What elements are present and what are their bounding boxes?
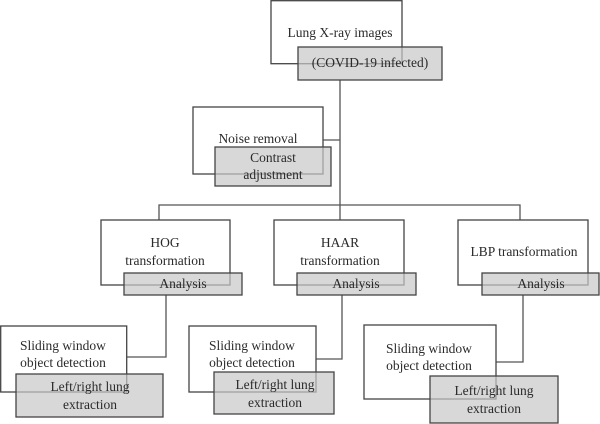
- node-detect1-title-1: Sliding window: [20, 338, 106, 353]
- connectors: [127, 80, 524, 363]
- node-detect3-title-2: object detection: [386, 358, 472, 373]
- node-detect1-title-2: object detection: [20, 355, 106, 370]
- node-detect1: Sliding window object detection Left/rig…: [0, 325, 164, 418]
- node-detect2: Sliding window object detection Left/rig…: [188, 325, 335, 415]
- node-preprocess: Noise removal Contrast adjustment: [192, 106, 332, 187]
- node-hog-title-2: transformation: [125, 253, 205, 268]
- node-preprocess-sub-2: adjustment: [243, 167, 302, 182]
- node-input-subtitle: (COVID-19 infected): [312, 55, 429, 70]
- node-input-title: Lung X-ray images: [288, 25, 393, 40]
- node-preprocess-sub-1: Contrast: [250, 150, 296, 165]
- node-preprocess-title: Noise removal: [218, 131, 297, 146]
- node-lbp: LBP transformation Analysis: [457, 219, 600, 296]
- node-input: Lung X-ray images (COVID-19 infected): [270, 0, 443, 81]
- node-detect3-title-1: Sliding window: [386, 341, 472, 356]
- node-haar: HAAR transformation Analysis: [273, 219, 417, 296]
- node-haar-sub: Analysis: [332, 276, 379, 291]
- node-hog: HOG transformation Analysis: [100, 219, 243, 296]
- node-lbp-title: LBP transformation: [470, 244, 577, 259]
- node-haar-title-2: transformation: [300, 253, 380, 268]
- connector-lbp-to-detect3: [496, 295, 524, 363]
- node-detect3-sub-2: extraction: [467, 401, 521, 416]
- node-detect1-sub-1: Left/right lung: [50, 379, 129, 394]
- node-haar-title-1: HAAR: [321, 235, 359, 250]
- node-detect2-sub-1: Left/right lung: [235, 377, 314, 392]
- node-hog-title-1: HOG: [150, 235, 179, 250]
- node-detect3: Sliding window object detection Left/rig…: [363, 324, 559, 424]
- node-hog-sub: Analysis: [159, 276, 206, 291]
- node-lbp-sub: Analysis: [517, 276, 564, 291]
- node-detect3-sub-1: Left/right lung: [454, 383, 533, 398]
- node-detect2-title-1: Sliding window: [209, 338, 295, 353]
- connector-hog-to-detect1: [127, 295, 167, 358]
- node-detect1-sub-2: extraction: [63, 397, 117, 412]
- node-detect2-title-2: object detection: [209, 355, 295, 370]
- node-detect2-sub-2: extraction: [248, 395, 302, 410]
- connector-haar-to-detect2: [316, 295, 343, 360]
